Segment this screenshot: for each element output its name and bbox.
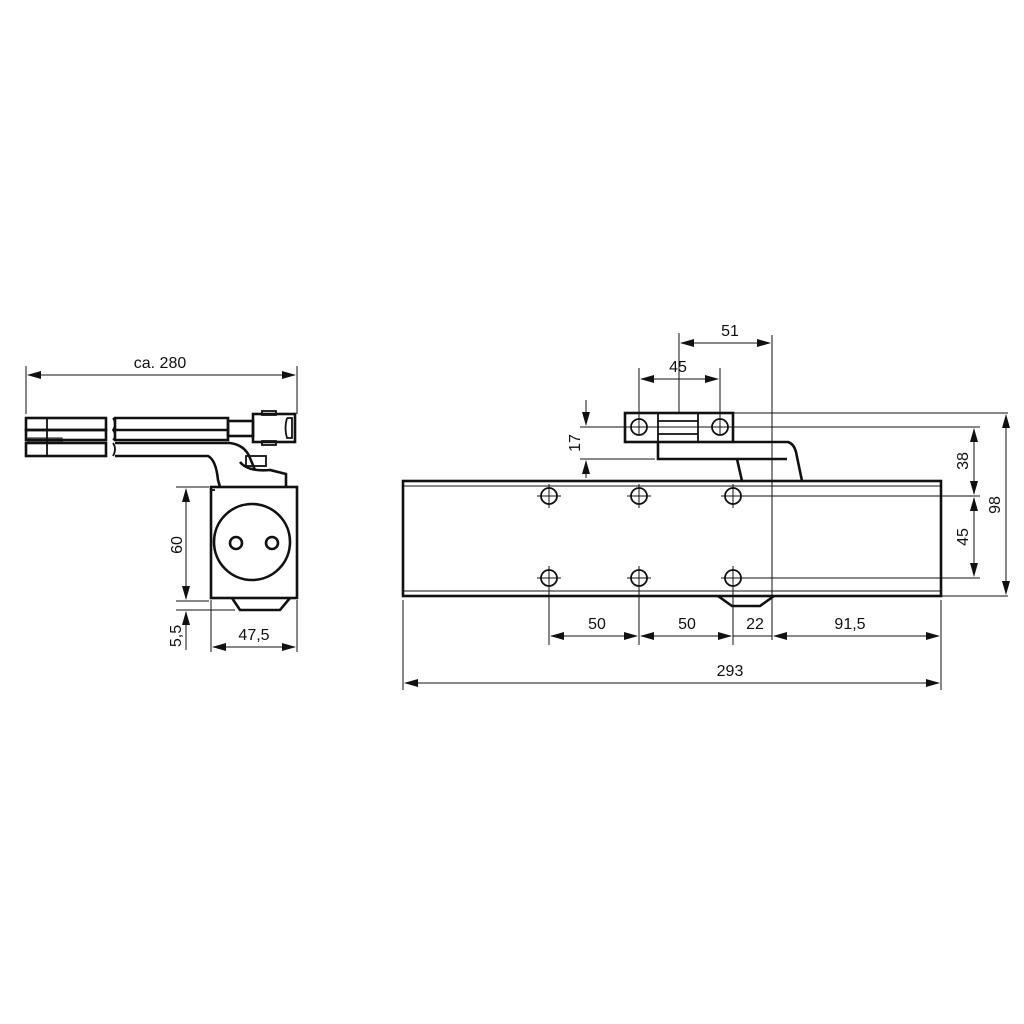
dimension-body-height: 60 — [169, 486, 209, 602]
side-view: ca. 280 60 5,5 47,5 — [24, 355, 299, 652]
label-hole-vertical-spacing: 45 — [955, 528, 972, 546]
label-bracket-offset: 51 — [721, 323, 739, 340]
front-view: 51 45 17 38 45 98 50 — [401, 323, 1010, 690]
dimension-arm-length: ca. 280 — [25, 355, 298, 414]
label-hole-spacing-2: 50 — [678, 616, 696, 633]
label-axis-to-end: 91,5 — [834, 616, 865, 633]
dimension-hole-vertical-spacing: 45 — [955, 497, 978, 577]
label-top-to-hole: 38 — [955, 452, 972, 470]
label-bracket-height: 17 — [567, 434, 584, 452]
dimension-bracket-hole-spacing: 45 — [640, 359, 719, 383]
label-bottom-offset: 5,5 — [168, 625, 185, 647]
arm-bracket — [623, 411, 804, 482]
closer-body-side — [209, 485, 299, 612]
label-arm-length: ca. 280 — [134, 355, 187, 372]
dimension-hole-spacing-row: 50 50 22 91,5 — [550, 616, 940, 640]
dimension-bracket-height: 17 — [567, 400, 590, 478]
arm-assembly — [24, 410, 297, 488]
extension-lines — [402, 333, 1008, 690]
closer-body-front — [401, 479, 943, 608]
dimension-total-height: 98 — [987, 414, 1010, 595]
dimension-bracket-offset: 51 — [680, 323, 771, 347]
label-bracket-hole-spacing: 45 — [669, 359, 687, 376]
label-body-height: 60 — [169, 536, 186, 554]
dimension-total-length: 293 — [404, 663, 940, 687]
dimension-top-to-hole: 38 — [955, 428, 978, 495]
dimension-bottom-offset: 5,5 — [168, 609, 235, 650]
label-total-height: 98 — [987, 496, 1004, 514]
label-body-depth: 47,5 — [238, 627, 269, 644]
label-hole-spacing-1: 50 — [588, 616, 606, 633]
label-hole-to-axis: 22 — [746, 616, 764, 633]
label-total-length: 293 — [717, 663, 744, 680]
dimension-body-depth: 47,5 — [210, 600, 298, 652]
mounting-holes — [537, 484, 745, 590]
